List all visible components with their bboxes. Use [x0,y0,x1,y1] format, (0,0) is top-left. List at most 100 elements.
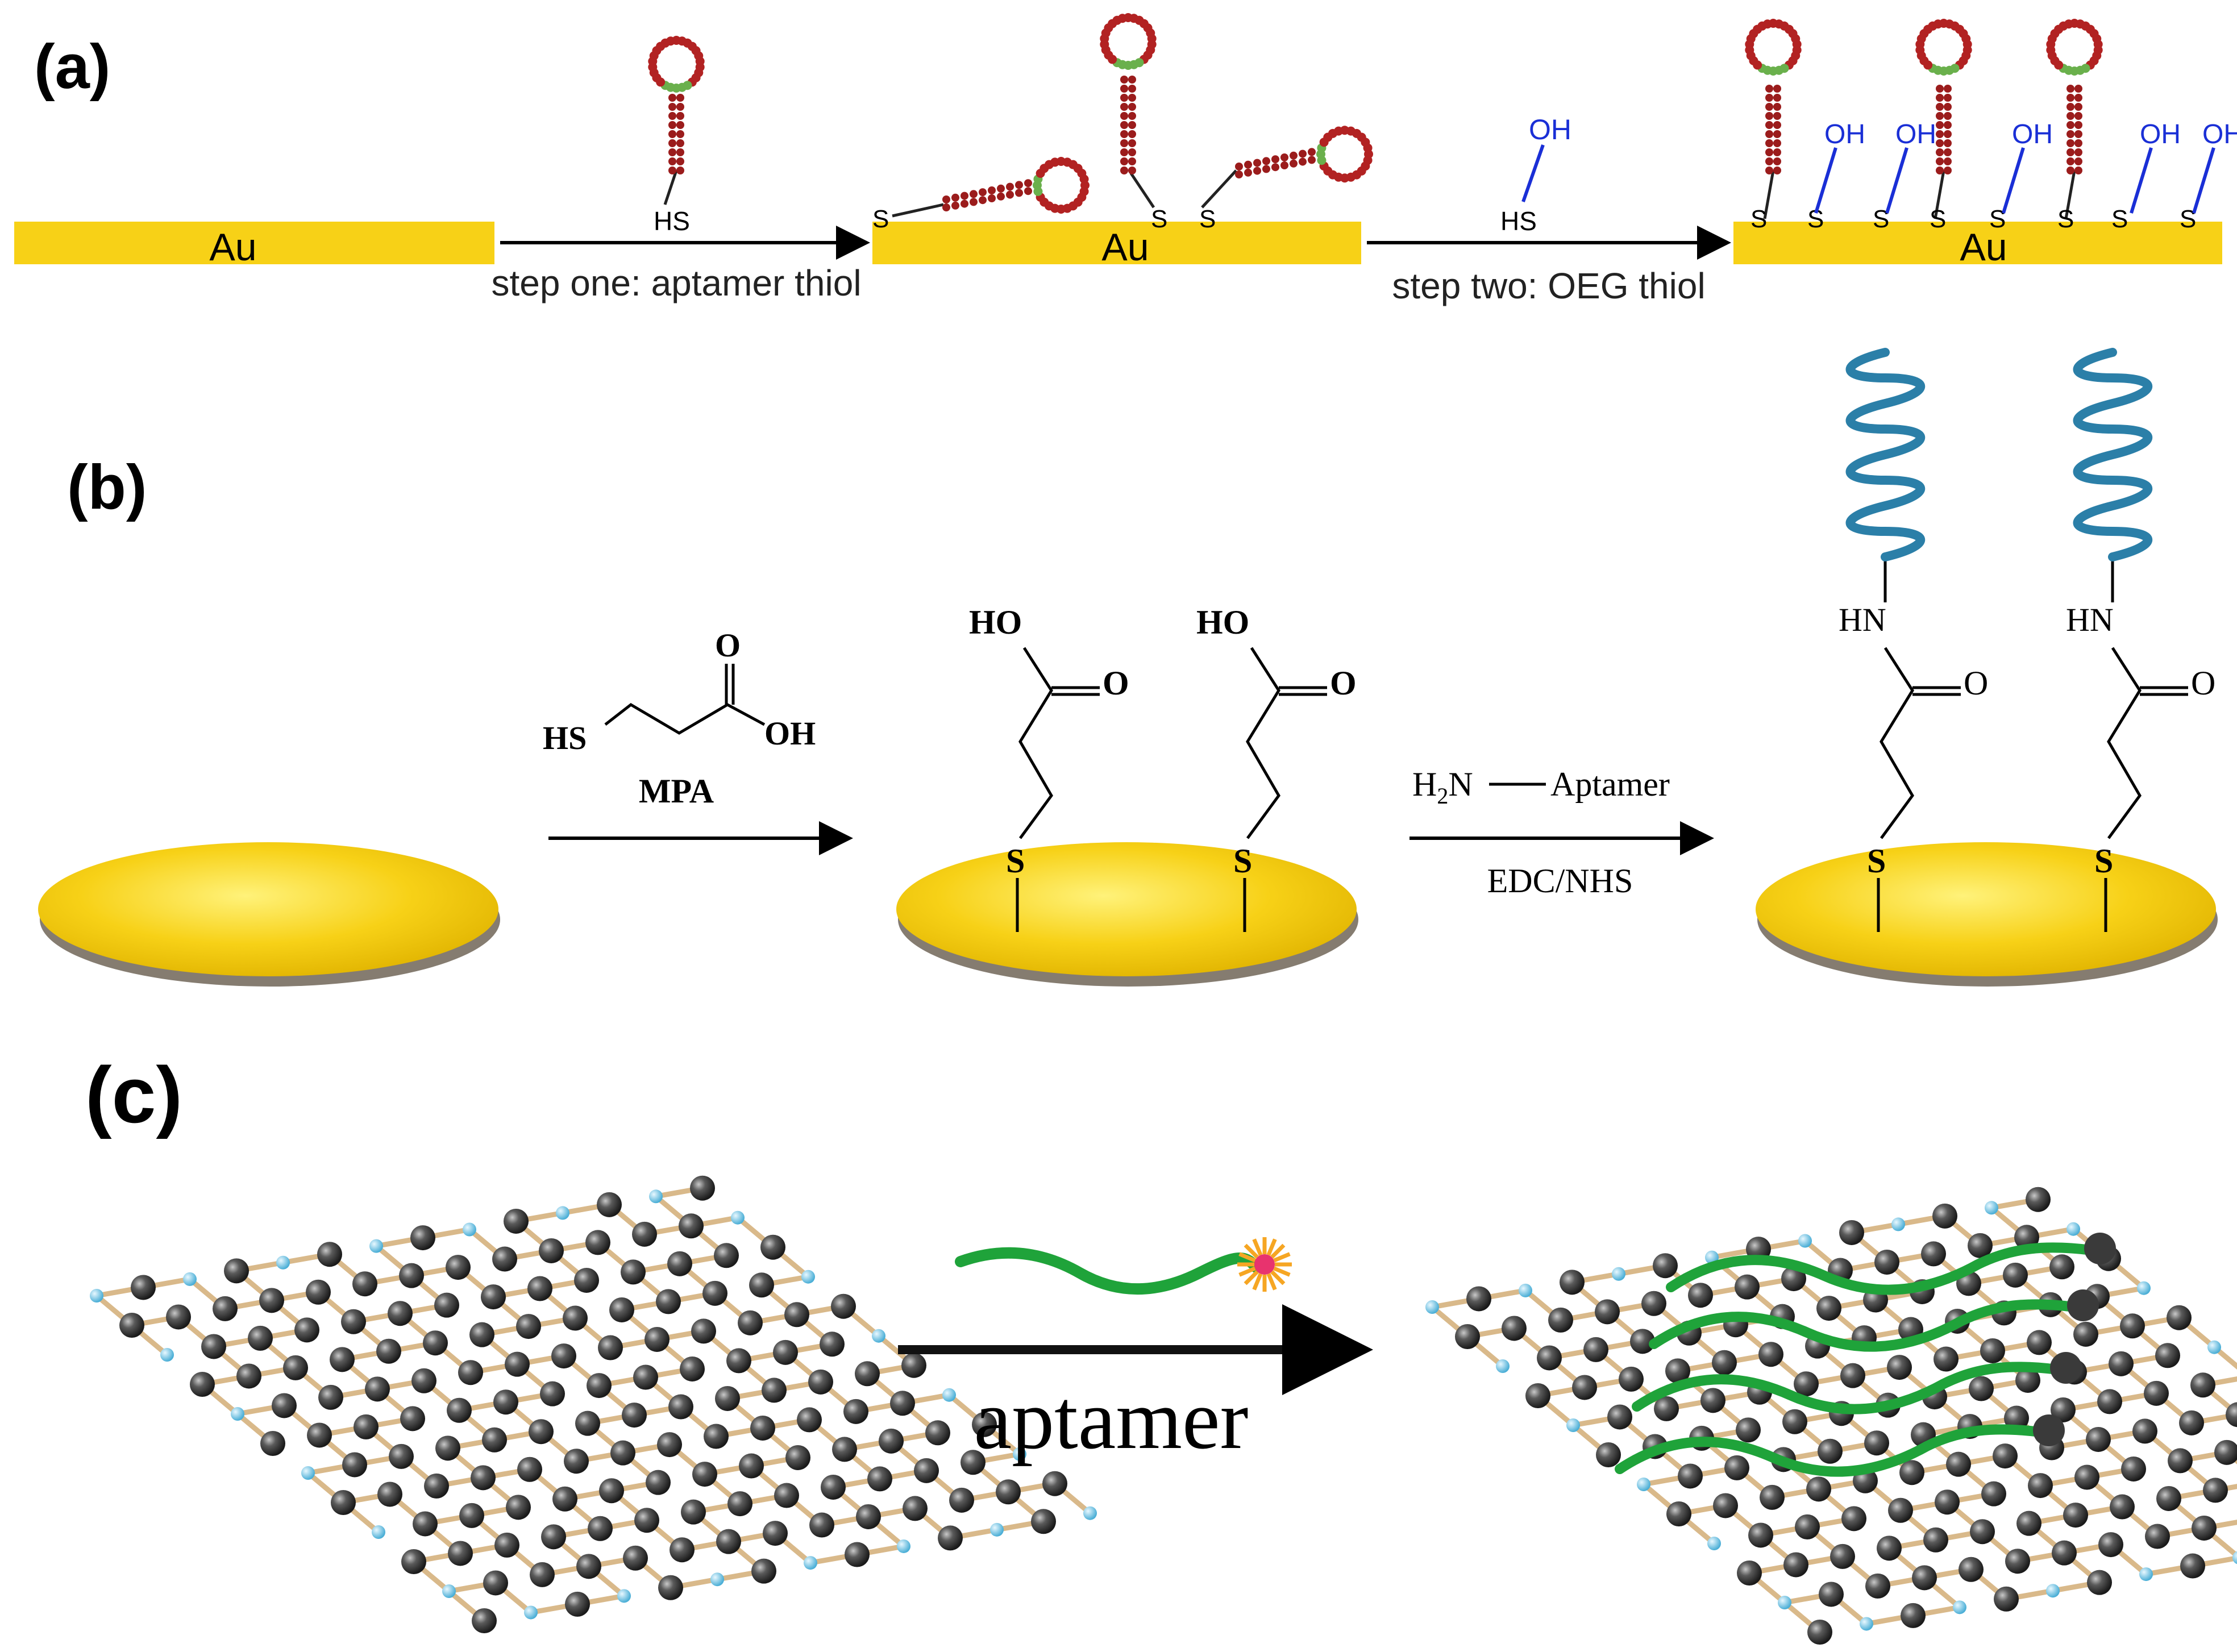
carbon-atom [399,1263,424,1288]
carbon-atom [435,1435,460,1461]
carbon-atom [1795,1514,1820,1539]
carbon-atom [411,1368,436,1393]
hydrogen-atom [2066,1222,2080,1236]
fluorophore-ray [1270,1270,1286,1285]
au-label-1: Au [209,226,256,269]
stem-base [970,198,978,206]
stem-base [1308,156,1316,164]
carbon-atom [2179,1410,2204,1435]
hydrogen-atom [2139,1567,2153,1582]
carbon-atom [762,1378,787,1403]
carbon-atom [914,1458,939,1483]
stem-base [1235,163,1243,170]
carbon-atom [657,1432,682,1458]
oh-label: OH [1824,119,1865,149]
stem-base [1936,139,1944,147]
carbon-atom [1819,1582,1844,1607]
stem-base [1936,94,1944,102]
hydrogen-atom [804,1556,817,1570]
hydrogen-atom [1496,1359,1510,1373]
thiol-linker [2064,170,2076,219]
stem-base [1944,112,1952,120]
carbon-atom [1760,1484,1785,1510]
carbon-atom [632,1221,657,1247]
carbon-atom [576,1554,601,1579]
carbon-atom [2073,1321,2098,1347]
carbon-atom [1887,1355,1912,1380]
thiol-linker [663,170,678,205]
hn-group: HN [1839,601,1886,638]
surface-aptamers-lying [892,13,1373,218]
carbon-atom [1874,1249,1899,1275]
oeg-chain [2192,147,2215,214]
step-two-label: step two: OEG thiol [1392,265,1705,306]
stem-base [961,199,968,208]
carbon-atom [213,1296,238,1321]
s-atom: S [2094,842,2113,880]
carbon-atom [2004,1405,2029,1431]
carbon-atom [715,1385,740,1411]
stem-base [1944,94,1952,102]
hydrogen-atom [2137,1281,2151,1295]
carbon-atom [2144,1380,2169,1406]
carbon-atom [738,1310,763,1335]
carbon-atom [1912,1565,1937,1591]
fluorophore-icon [1237,1237,1292,1292]
stem-base [970,190,978,198]
carbon-atom [1888,1497,1913,1523]
stem-base [1936,85,1944,93]
stem-base [1765,103,1773,111]
o-atom: O [2191,664,2215,702]
carbon-atom [1993,1443,2018,1469]
carbon-atom [352,1271,377,1297]
carbon-atom [1595,1299,1620,1325]
stem-base [668,130,676,138]
loop-base [1363,143,1373,153]
carbon-atom [751,1558,776,1584]
oeg-chain [1885,147,1908,214]
carbon-atom [716,1529,741,1554]
carbon-atom [1783,1552,1808,1578]
bond [1880,647,1914,839]
carbon-atom [2005,1549,2030,1574]
carbon-atom [1901,1603,1926,1628]
stem-base [1308,148,1316,156]
carbon-atom [961,1450,986,1475]
stem-base [668,148,676,156]
au-bar-1 [14,222,494,264]
carbon-atom [1969,1376,1994,1401]
carbon-atom [622,1403,647,1428]
carbon-atom [855,1361,880,1387]
carbon-atom [739,1453,764,1479]
carbon-atom [773,1339,798,1365]
carbon-atom [1816,1296,1841,1321]
hydrogen-atom [183,1272,197,1286]
stem-base [2074,130,2082,138]
stem-base [668,157,676,165]
fluorophore-ray [1273,1266,1291,1277]
carbon-atom [2086,1426,2111,1452]
carbon-atom [166,1304,191,1330]
stem-base [2066,139,2074,147]
stem-base [668,121,676,129]
carbon-atom [1923,1527,1948,1553]
carbon-atom [236,1363,261,1389]
carbon-atom [1934,1346,1959,1372]
stem-base [1271,155,1279,164]
carbon-atom [330,1347,355,1372]
stem-base [676,121,684,129]
stem-base [676,112,684,120]
loop-base [1129,60,1139,69]
carbon-atom [1688,1283,1713,1308]
stem-base [1120,167,1128,174]
stem-base [1944,103,1952,111]
carbon-atom [2026,1187,2051,1212]
stem-base [1773,112,1781,120]
carbon-atom [342,1452,367,1478]
thiol-linker [1934,170,1945,219]
carbon-atom [2121,1456,2146,1482]
stem-base [1120,130,1128,138]
stem-base [988,186,996,194]
